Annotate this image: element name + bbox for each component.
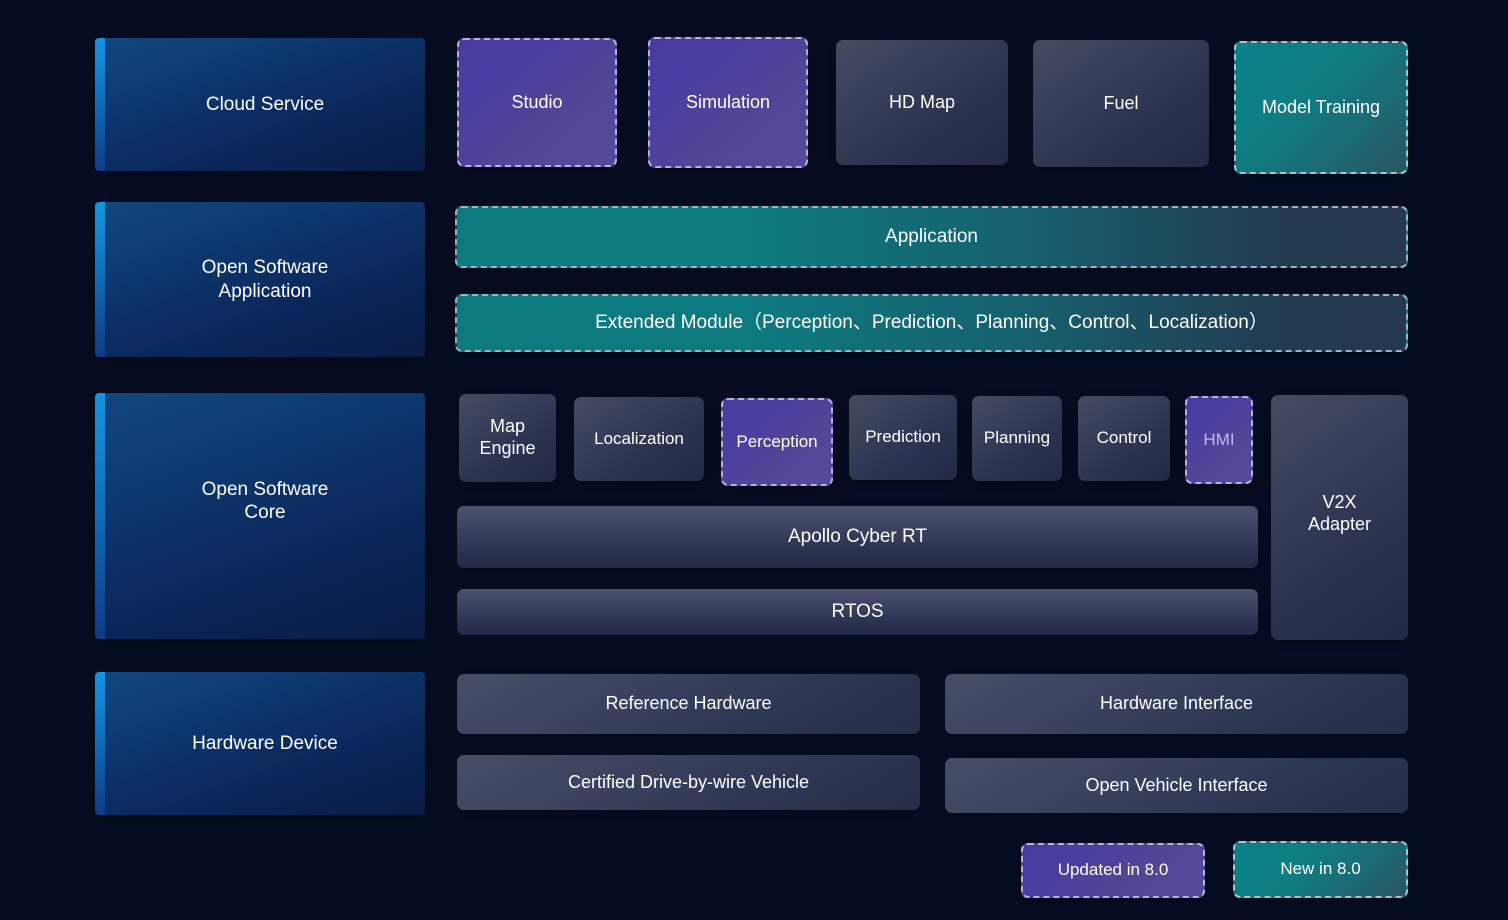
bar-apollo-cyber-rt[interactable]: Apollo Cyber RT [457,506,1258,568]
card-model-training[interactable]: Model Training [1234,41,1408,174]
module-label: Localization [594,428,684,448]
category-hardware-device[interactable]: Hardware Device [95,672,425,815]
legend-label: Updated in 8.0 [1057,860,1169,880]
card-label: V2X Adapter [1307,491,1372,534]
bar-label: Application [885,226,978,248]
bar-application[interactable]: Application [455,206,1408,268]
accent-bar [95,393,105,639]
category-open-software-application[interactable]: Open Software Application [95,202,425,357]
module-label: Prediction [865,427,941,447]
legend-new-in-8[interactable]: New in 8.0 [1233,841,1408,898]
card-certified-drive-by-wire-vehicle[interactable]: Certified Drive-by-wire Vehicle [457,755,920,810]
accent-bar [95,202,105,357]
module-localization[interactable]: Localization [574,397,704,481]
bar-label: Apollo Cyber RT [787,526,928,548]
bar-label: RTOS [831,601,884,623]
module-label: Control [1096,428,1152,448]
card-label: Simulation [685,91,771,112]
module-prediction[interactable]: Prediction [849,395,957,480]
card-simulation[interactable]: Simulation [648,37,808,168]
category-cloud-service[interactable]: Cloud Service [95,38,425,171]
category-label: Cloud Service [205,93,325,115]
card-fuel[interactable]: Fuel [1033,40,1209,167]
card-reference-hardware[interactable]: Reference Hardware [457,674,920,734]
card-label: Open Vehicle Interface [1085,774,1268,795]
card-label: Model Training [1261,96,1381,117]
legend-label: New in 8.0 [1280,859,1361,879]
category-label: Hardware Device [192,732,338,754]
module-perception[interactable]: Perception [721,398,833,486]
module-hmi[interactable]: HMI [1185,396,1253,484]
card-hardware-interface[interactable]: Hardware Interface [945,674,1408,734]
card-hd-map[interactable]: HD Map [836,40,1008,165]
module-map-engine[interactable]: Map Engine [459,394,556,482]
category-label: Open Software Application [201,257,329,302]
card-v2x-adapter[interactable]: V2X Adapter [1271,395,1408,640]
module-label: Perception [736,431,818,451]
legend-updated-in-8[interactable]: Updated in 8.0 [1021,843,1205,898]
module-label: HMI [1203,429,1235,449]
accent-bar [95,38,105,171]
accent-bar [95,672,105,815]
bar-rtos[interactable]: RTOS [457,589,1258,635]
card-label: Fuel [1103,92,1139,113]
module-planning[interactable]: Planning [972,396,1062,481]
card-studio[interactable]: Studio [457,38,617,167]
bar-label: Extended Module（Perception、Prediction、Pl… [595,312,1268,334]
category-open-software-core[interactable]: Open Software Core [95,393,425,639]
card-label: Hardware Interface [1099,693,1254,714]
card-label: HD Map [888,91,955,112]
card-open-vehicle-interface[interactable]: Open Vehicle Interface [945,758,1408,813]
module-control[interactable]: Control [1078,396,1170,481]
module-label: Planning [983,428,1051,448]
bar-extended-module[interactable]: Extended Module（Perception、Prediction、Pl… [455,294,1408,352]
card-label: Certified Drive-by-wire Vehicle [567,771,810,792]
card-label: Reference Hardware [605,693,772,714]
module-label: Map Engine [479,416,536,458]
card-label: Studio [511,91,563,112]
category-label: Open Software Core [201,478,329,523]
